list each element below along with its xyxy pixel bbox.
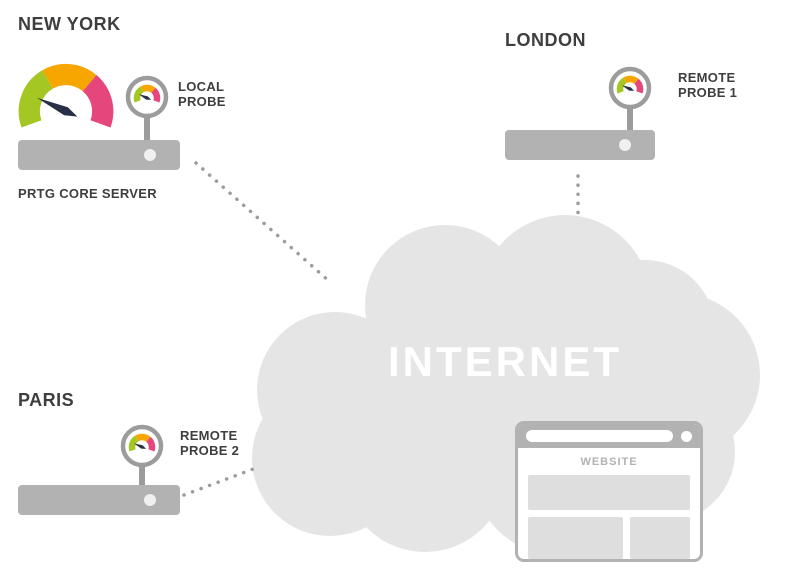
probe-label-line1: LOCAL: [178, 79, 225, 94]
website-label: WEBSITE: [580, 456, 638, 468]
dotted-connector-paris-cloud: [182, 466, 258, 497]
server-bar-paris: [18, 485, 180, 515]
server-label-new-york: PRTG CORE SERVER: [18, 186, 157, 201]
website-content-row: [528, 517, 690, 559]
website-content-block: [528, 475, 690, 510]
probe-label-line1: REMOTE: [678, 70, 736, 85]
internet-label: INTERNET: [388, 338, 622, 385]
browser-titlebar: [518, 424, 700, 448]
website-content-block: [528, 517, 624, 559]
probe-label-line2: PROBE 2: [180, 443, 240, 458]
server-port-dot: [144, 149, 156, 161]
city-label-london: LONDON: [505, 30, 586, 50]
server-port-dot: [619, 139, 631, 151]
website-window: WEBSITE: [515, 421, 703, 562]
server-bar-london: [505, 130, 655, 160]
browser-button-icon: [681, 430, 692, 442]
server-bar-new-york: [18, 140, 180, 170]
website-content-block: [630, 517, 690, 559]
probe-gauge-icon: [606, 66, 654, 132]
core-server-gauge-icon: [18, 63, 114, 128]
probe-gauge-icon: [123, 75, 171, 141]
server-port-dot: [144, 494, 156, 506]
probe-gauge-icon: [118, 424, 166, 490]
probe-label-line1: REMOTE: [180, 428, 238, 443]
city-label-paris: PARIS: [18, 390, 75, 410]
probe-label-london: REMOTE PROBE 1: [678, 70, 737, 100]
probe-label-line2: PROBE: [178, 94, 226, 109]
probe-label-new-york: LOCAL PROBE: [178, 79, 226, 109]
browser-body: WEBSITE: [518, 448, 700, 559]
probe-label-line2: PROBE 1: [678, 85, 738, 100]
probe-label-paris: REMOTE PROBE 2: [180, 428, 239, 458]
city-label-new-york: NEW YORK: [18, 14, 121, 34]
browser-address-bar: [526, 430, 673, 442]
